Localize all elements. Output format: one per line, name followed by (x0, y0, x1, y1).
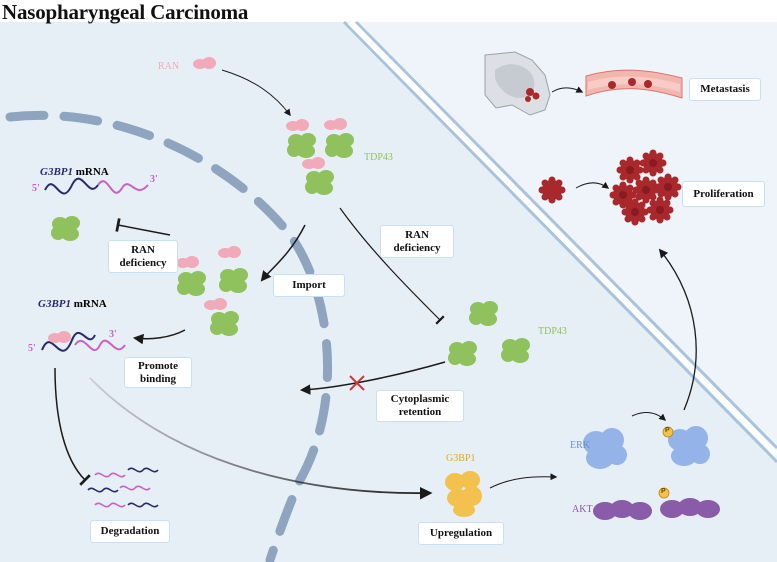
blocked-import-arrow (299, 361, 446, 395)
g3bp1-mrna-top-label: G3BP1 mRNA (40, 166, 109, 178)
akt-protein (593, 500, 652, 520)
ran-label: RAN (158, 61, 180, 72)
akt-label: AKT (572, 504, 593, 515)
phospho-akt-protein (660, 498, 720, 518)
tdp43-top-mrna (51, 216, 80, 241)
degradation-box: Degradation (90, 520, 170, 543)
erk-phosphorylation-arrow (631, 412, 667, 421)
nuclear-envelope (5, 110, 333, 562)
three-prime-top: 3' (150, 174, 158, 185)
gene-name: G3BP1 (38, 298, 71, 310)
g3bp1-mrna-mid-label: G3BP1 mRNA (38, 298, 107, 310)
akt-phospho-label: P (661, 488, 666, 495)
phospho-erk-protein (668, 426, 710, 466)
plasma-membrane (342, 19, 777, 464)
g3bp1-label: G3BP1 (446, 453, 476, 464)
diagram-title: Nasopharyngeal Carcinoma (2, 0, 249, 24)
g3bp1-mrna-top-strand (44, 177, 149, 195)
tdp43-right-label: TDP43 (538, 326, 567, 337)
import-box: Import (273, 274, 345, 297)
mrna-suffix: mRNA (71, 298, 107, 310)
blood-vessel-icon (585, 69, 683, 99)
degraded-mrna-fragments (87, 467, 159, 508)
erk-phospho-icon (662, 426, 674, 438)
ran-to-tdp43-arrow (221, 69, 291, 117)
gene-name: G3BP1 (40, 166, 73, 178)
proliferation-expand-arrow (575, 181, 610, 189)
proliferation-arrow (658, 248, 697, 411)
ran-deficiency-left-box: RAN deficiency (108, 240, 178, 273)
promote-binding-arrow (132, 329, 186, 345)
g3bp1-mrna-mid-strand (41, 332, 126, 352)
erk-protein (583, 428, 627, 469)
promote-binding-box: Promote binding (124, 357, 192, 388)
inhibit-degradation (54, 367, 91, 486)
erk-phospho-label: P (665, 427, 670, 434)
g3bp1-protein (445, 471, 482, 517)
inhibit-top-mrna (115, 218, 171, 236)
tdp43-top-label: TDP43 (364, 152, 393, 163)
metastasis-arrow (551, 86, 584, 93)
five-prime-mid: 5' (28, 343, 36, 354)
five-prime-top: 5' (32, 183, 40, 194)
metastasis-box: Metastasis (689, 78, 761, 101)
nasopharynx-anatomy-icon (484, 51, 551, 116)
ran-deficiency-right-box: RAN deficiency (380, 225, 454, 258)
cytoplasmic-retention-box: Cytoplasmic retention (376, 390, 464, 422)
akt-phospho-icon (658, 487, 670, 499)
tumor-cell-icon (538, 176, 566, 204)
import-arrow (260, 224, 306, 282)
erk-label: ERK (570, 440, 590, 451)
upregulation-arrow (89, 377, 433, 500)
mrna-suffix: mRNA (73, 166, 109, 178)
proliferation-box: Proliferation (682, 181, 765, 207)
ran-deficiency-inhibition (339, 207, 445, 325)
upregulation-box: Upregulation (418, 522, 504, 545)
g3bp1-to-erk-arrow (489, 473, 558, 489)
block-cross-icon (349, 375, 365, 391)
three-prime-mid: 3' (109, 329, 117, 340)
